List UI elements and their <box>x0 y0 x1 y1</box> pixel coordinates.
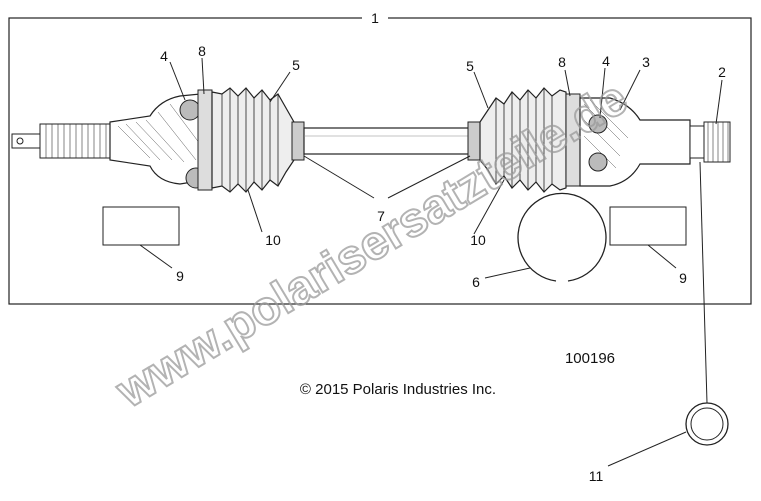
left-boot <box>211 87 301 193</box>
snap-ring <box>517 192 607 282</box>
left-boot-ribs <box>221 88 279 192</box>
callout-8-right: 8 <box>558 54 566 70</box>
callout-7: 7 <box>377 208 385 224</box>
callout-1: 1 <box>371 10 379 26</box>
right-boot-ribs <box>495 88 553 192</box>
left-small-clamp <box>291 121 305 161</box>
callout-9-right: 9 <box>679 270 687 286</box>
left-spline-stub <box>11 123 111 159</box>
callout-10-left: 10 <box>265 232 281 248</box>
left-spline-lines <box>45 124 107 158</box>
label-plate-right <box>609 206 687 246</box>
callout-5-left: 5 <box>292 57 300 73</box>
callout-11: 11 <box>589 468 604 484</box>
callout-2: 2 <box>718 64 726 80</box>
left-housing-hatch <box>117 103 201 163</box>
copyright-text: © 2015 Polaris Industries Inc. <box>300 381 496 398</box>
callout-3: 3 <box>642 54 650 70</box>
right-spline-lines <box>707 122 729 162</box>
label-plate-left <box>102 206 180 246</box>
callout-6: 6 <box>472 274 480 290</box>
callout-8-left: 8 <box>198 43 206 59</box>
right-bearing-ball <box>588 114 608 172</box>
callout-5-right: 5 <box>466 58 474 74</box>
o-ring-inner <box>690 407 724 441</box>
callout-1-gap <box>362 12 388 24</box>
left-clamp-band <box>197 89 213 191</box>
figure-number: 100196 <box>565 350 615 367</box>
right-cv-housing <box>579 97 691 187</box>
leader-lines <box>139 57 723 467</box>
callout-4-right: 4 <box>602 53 610 69</box>
callout-4-left: 4 <box>160 48 168 64</box>
right-spline-stub <box>689 121 731 163</box>
axle-shaft <box>303 127 475 155</box>
callout-10-right: 10 <box>470 232 486 248</box>
callout-9-left: 9 <box>176 268 184 284</box>
